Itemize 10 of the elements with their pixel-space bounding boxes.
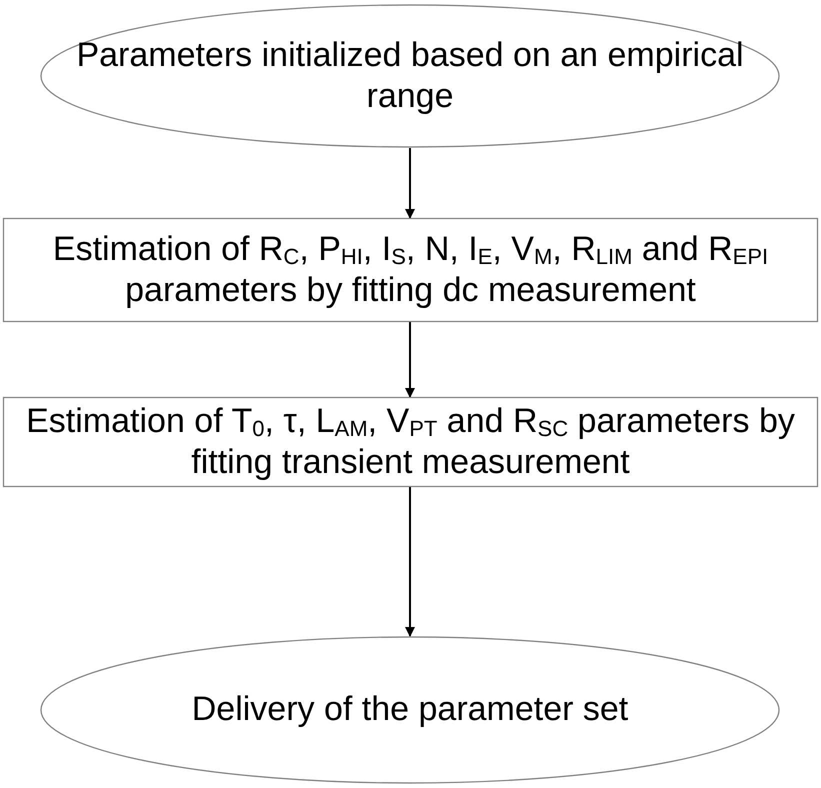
arrow bbox=[405, 487, 415, 637]
end-ellipse bbox=[40, 636, 780, 784]
process-box bbox=[3, 218, 818, 322]
node-label: Estimation of T$_{0}$, τ, L$_{AM}$, V$_{PT}$ and R$_{SC}$ parameters by fitting transient measurement bbox=[25, 400, 796, 483]
node-label: Delivery of the parameter set bbox=[190, 689, 630, 730]
arrow bbox=[405, 322, 415, 398]
start-ellipse bbox=[40, 4, 780, 148]
arrow bbox=[405, 148, 415, 219]
node-label: Estimation of R$_{C}$, P$_{HI}$, I$_{S}$, N, I$_{E}$, V$_{M}$, R$_{LIM}$ and R$_{EPI}$ parameters by fitting dc measurement bbox=[52, 228, 770, 311]
node-label: Parameters initialized based on an empirical range bbox=[75, 34, 745, 117]
